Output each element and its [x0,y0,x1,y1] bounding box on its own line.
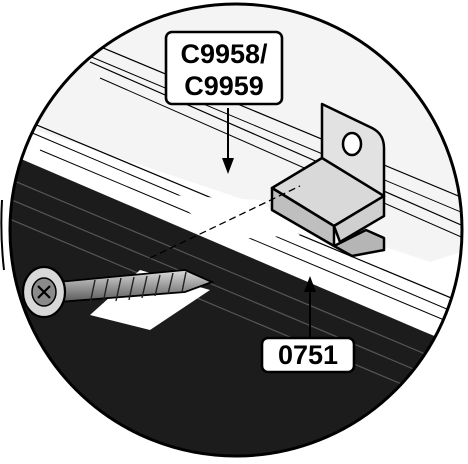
callout-arrows [222,108,316,338]
frame-grooves [10,174,462,413]
part-label-bottom-text: 0751 [278,340,338,370]
screw-icon [21,265,215,319]
adjacent-view-edge [0,199,5,271]
part-label-top: C9958/ C9959 [164,30,284,106]
detail-circle-outline [8,2,464,458]
dark-frame-member [10,150,462,456]
part-label-top-line1: C9958/ [180,39,268,69]
alignment-dashed-line [149,185,301,259]
z-bracket-icon [270,102,386,258]
part-label-top-line2: C9959 [184,71,264,101]
part-label-bottom: 0751 [260,336,356,374]
